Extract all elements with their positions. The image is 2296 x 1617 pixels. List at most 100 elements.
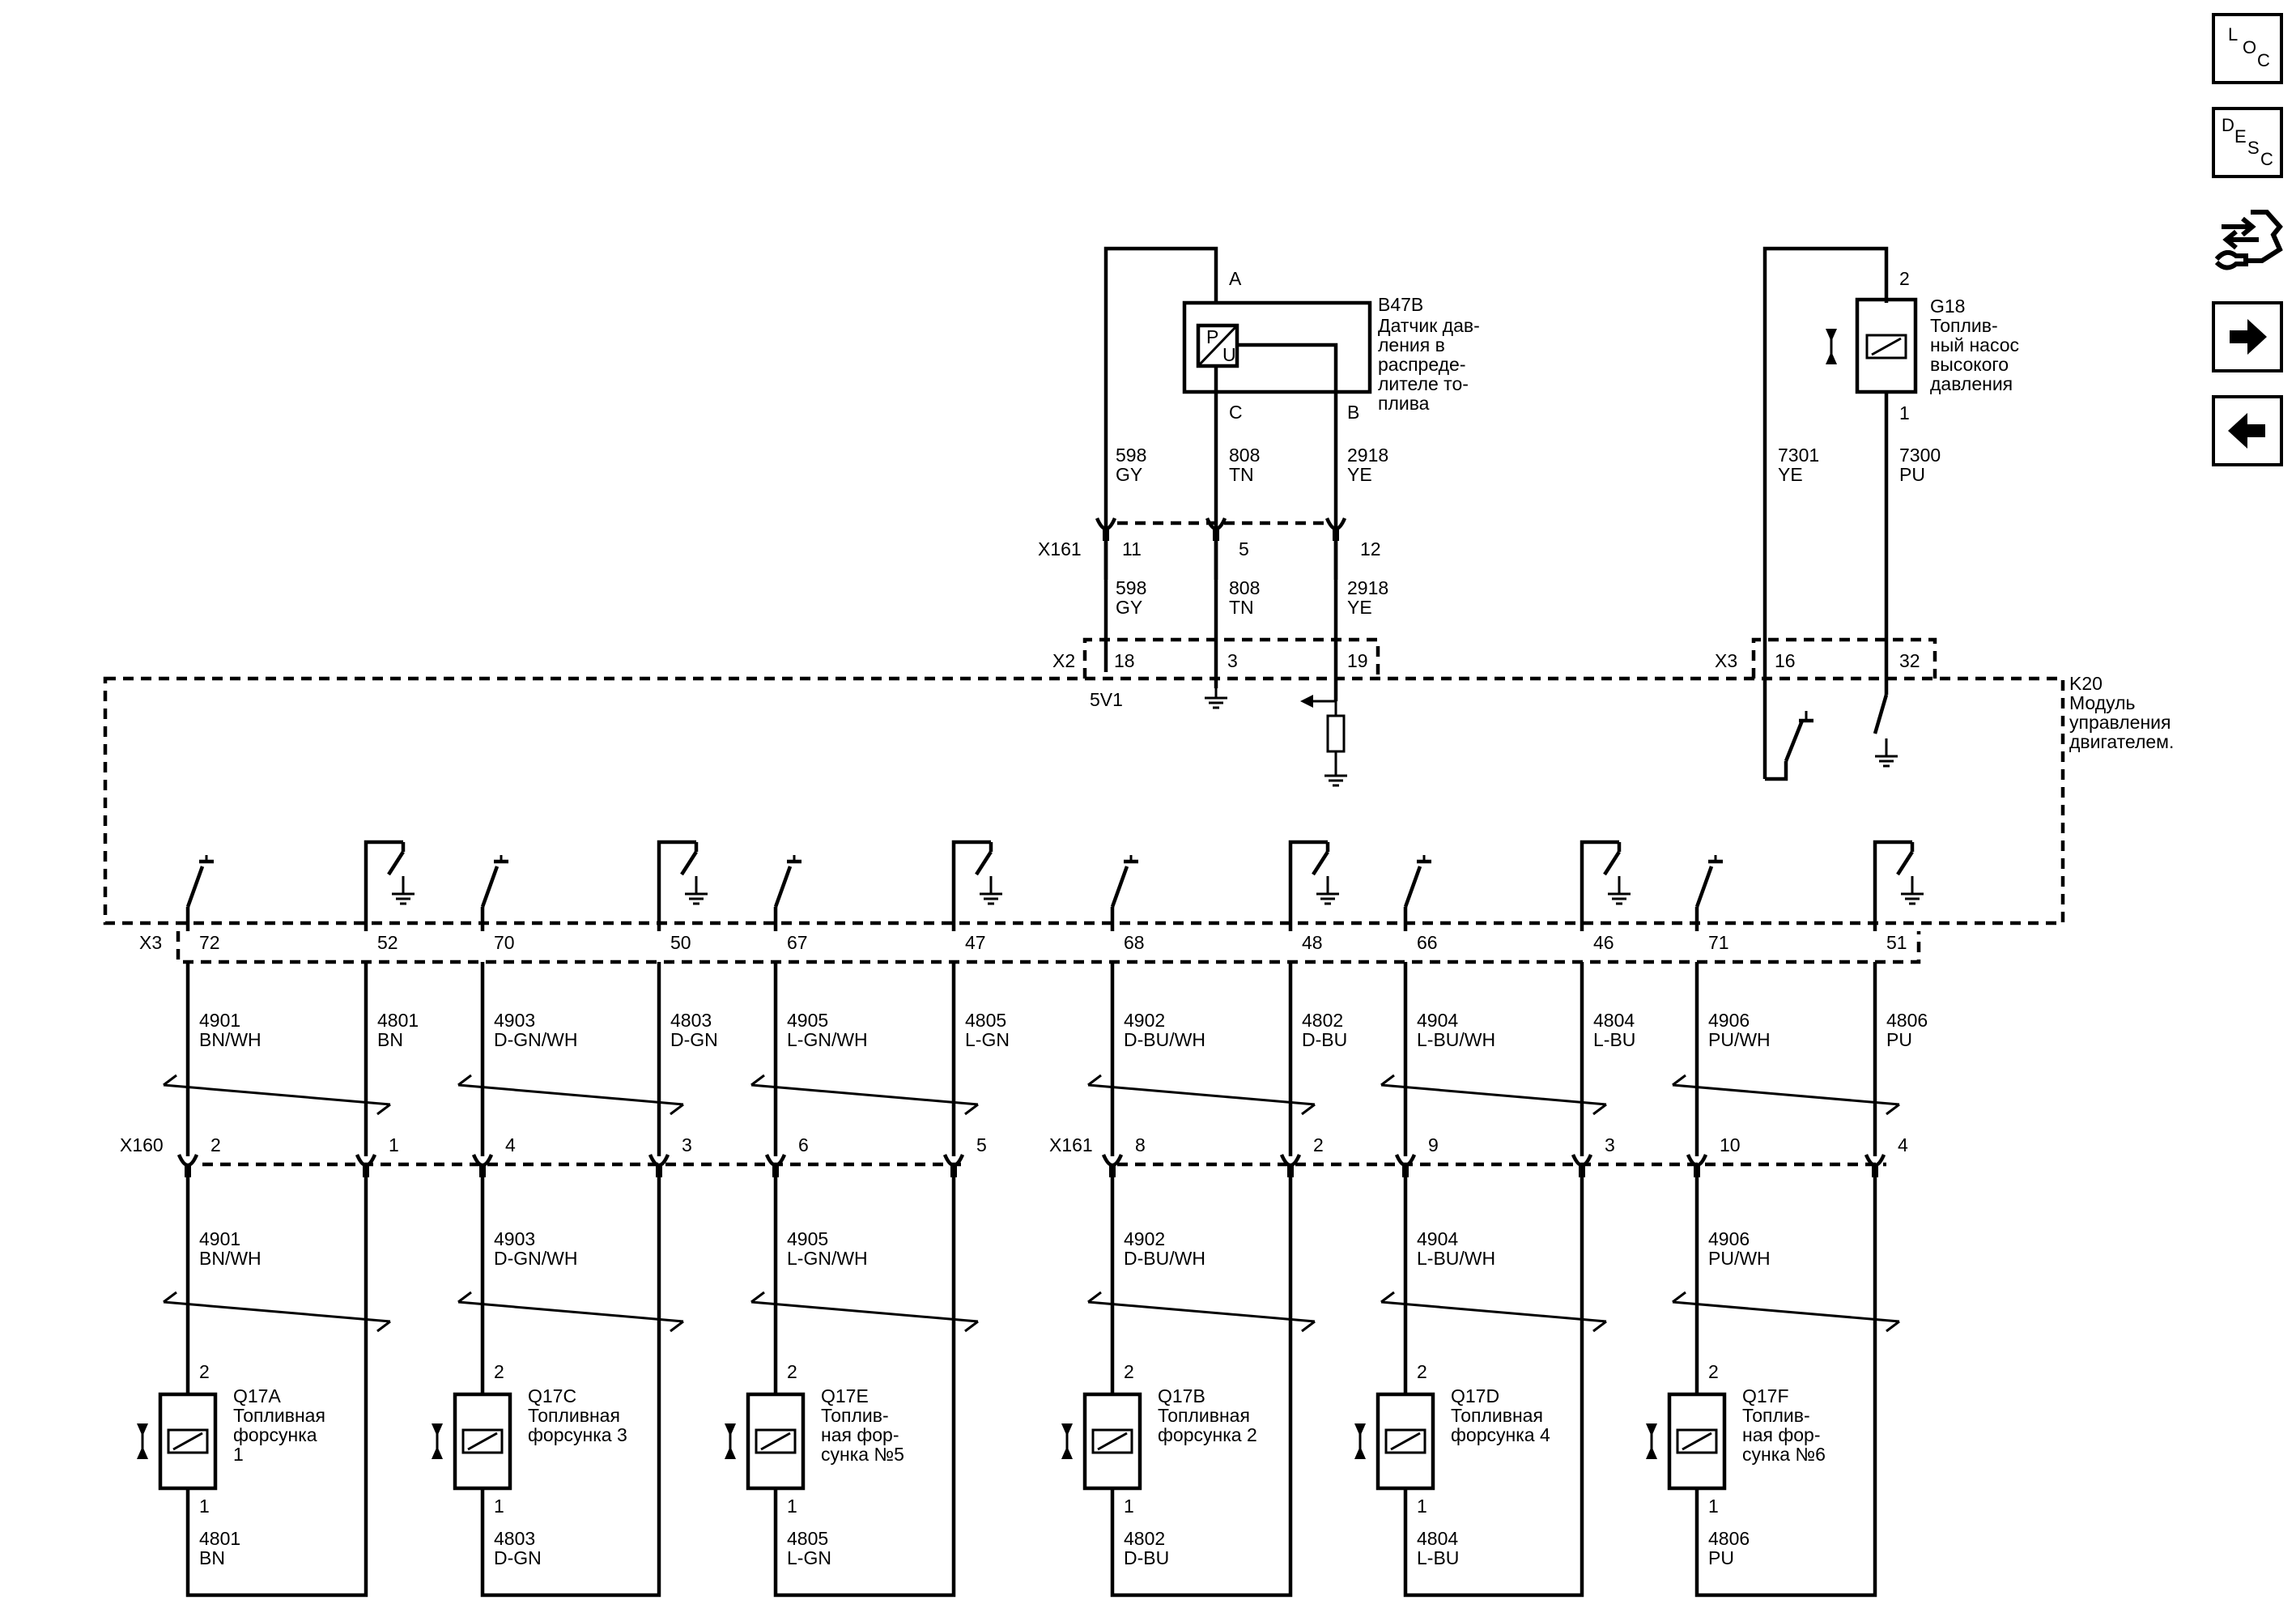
wire-color: D-BU/WH	[1124, 1029, 1205, 1050]
pin-label: 3	[1227, 650, 1238, 671]
loc-letter: C	[2257, 50, 2270, 70]
loc-letter: O	[2243, 37, 2257, 57]
connector-pin-label: 4	[505, 1134, 516, 1155]
wire-number: 4904	[1417, 1228, 1458, 1249]
injector-pin-bottom: 1	[1708, 1496, 1719, 1517]
wire-color: TN	[1229, 464, 1254, 485]
injector-id: Q17C	[528, 1385, 576, 1406]
injector-id: Q17E	[821, 1385, 869, 1406]
connector-pin-label: 9	[1428, 1134, 1439, 1155]
connector-pin-label: 6	[798, 1134, 809, 1155]
pump-pin-top: 2	[1899, 268, 1910, 289]
wire-number: 4903	[494, 1010, 535, 1031]
wire-color: YE	[1347, 597, 1372, 618]
wire-number: 2918	[1347, 577, 1388, 598]
loc-letter: L	[2228, 24, 2239, 45]
wire-number: 7300	[1899, 445, 1941, 466]
wire-color: D-GN	[670, 1029, 718, 1050]
ecm-desc-line: двигателем.	[2069, 731, 2174, 752]
pin-label: 11	[1122, 538, 1142, 560]
connector-pin-label: 3	[1605, 1134, 1615, 1155]
sensor-desc-line: плива	[1378, 393, 1430, 414]
wire-number: 4902	[1124, 1010, 1165, 1031]
injector-pin-bottom: 1	[787, 1496, 797, 1517]
injector-desc-line: Топлив-	[1742, 1405, 1810, 1426]
wire-number: 4804	[1593, 1010, 1635, 1031]
pump-desc-line: Топлив-	[1930, 315, 1998, 336]
injector-id: Q17A	[233, 1385, 281, 1406]
wire-number: 4906	[1708, 1228, 1750, 1249]
ecm-desc-line: Модуль	[2069, 692, 2136, 713]
sensor-id: B47B	[1378, 294, 1423, 315]
ecm-desc-line: управления	[2069, 712, 2171, 733]
sensor-desc-line: распреде-	[1378, 354, 1466, 375]
sensor-pin-b: B	[1347, 402, 1359, 423]
wire-number: 4906	[1708, 1010, 1750, 1031]
description-button[interactable]: D E S C	[2212, 107, 2283, 178]
wire-number: 4802	[1302, 1010, 1343, 1031]
ecm-pin-label: 72	[199, 932, 220, 953]
ecm-pin-label: 70	[494, 932, 515, 953]
connector-pin-label: 2	[1313, 1134, 1324, 1155]
connector-x160-x161-lower: X160 X161	[120, 1134, 1886, 1167]
wire-number: 4904	[1417, 1010, 1458, 1031]
injector-desc-line: ная фор-	[821, 1424, 899, 1445]
pump-id: G18	[1930, 296, 1965, 317]
pump-desc-line: высокого	[1930, 354, 2009, 375]
connector-pin-label: 4	[1898, 1134, 1908, 1155]
connector-label: X3	[139, 932, 162, 953]
wire-color: PU	[1708, 1547, 1734, 1568]
previous-page-button[interactable]	[2212, 395, 2283, 466]
sensor-wires-upper: 598 GY 808 TN 2918 YE	[1116, 445, 1388, 485]
wire-number: 4905	[787, 1228, 828, 1249]
ecm-pin-label: 46	[1593, 932, 1614, 953]
connector-x161-upper: X161 11 5 12	[1038, 518, 1381, 560]
sensor-p-label: P	[1206, 326, 1218, 347]
next-page-button[interactable]	[2212, 301, 2283, 372]
wire-color: L-GN	[787, 1547, 831, 1568]
injector-pin-bottom: 1	[1124, 1496, 1134, 1517]
wire-color: L-BU	[1593, 1029, 1635, 1050]
wire-color: YE	[1347, 464, 1372, 485]
ecm-pin-label: 67	[787, 932, 808, 953]
sensor-wires-lower: 598 GY 808 TN 2918 YE	[1103, 541, 1388, 701]
sensor-pin-a: A	[1229, 268, 1242, 289]
desc-letter: C	[2260, 149, 2273, 169]
connector-label: X161	[1038, 538, 1082, 560]
wire-color: L-GN/WH	[787, 1248, 868, 1269]
wire-color: BN/WH	[199, 1248, 261, 1269]
desc-letter: S	[2247, 138, 2260, 158]
pin-label: 18	[1114, 650, 1135, 671]
high-pressure-fuel-pump: 2 1 G18 Топлив- ный насос высокого давле…	[1762, 246, 2019, 779]
wire-color: L-GN	[965, 1029, 1010, 1050]
pin-label: 19	[1347, 650, 1368, 671]
injector-pin-bottom: 1	[199, 1496, 210, 1517]
arrow-left-icon	[2228, 413, 2265, 449]
connector-view-icon[interactable]	[2210, 202, 2285, 277]
wire-number: 4806	[1886, 1010, 1928, 1031]
connector-x3-upper: X3 16 32	[1715, 637, 1937, 781]
wire-number: 4802	[1124, 1528, 1165, 1549]
location-button[interactable]: L O C	[2212, 13, 2283, 84]
desc-letter: E	[2234, 126, 2247, 147]
wire-number: 808	[1229, 577, 1260, 598]
wire-number: 4803	[494, 1528, 535, 1549]
pump-desc-line: давления	[1930, 373, 2013, 394]
sensor-desc-line: Датчик дав-	[1378, 315, 1480, 336]
connector-pin-label: 2	[210, 1134, 221, 1155]
wire-number: 2918	[1347, 445, 1388, 466]
connector-pin-label: 8	[1135, 1134, 1146, 1155]
injector-pin-top: 2	[1417, 1361, 1427, 1382]
injector-id: Q17F	[1742, 1385, 1789, 1406]
injector-desc-line: Топлив-	[821, 1405, 889, 1426]
wire-color: BN/WH	[199, 1029, 261, 1050]
ecm-pin-label: 71	[1708, 932, 1729, 953]
wire-number: 4901	[199, 1228, 240, 1249]
wire-number: 4806	[1708, 1528, 1750, 1549]
wire-number: 598	[1116, 577, 1146, 598]
wire-number: 4901	[199, 1010, 240, 1031]
